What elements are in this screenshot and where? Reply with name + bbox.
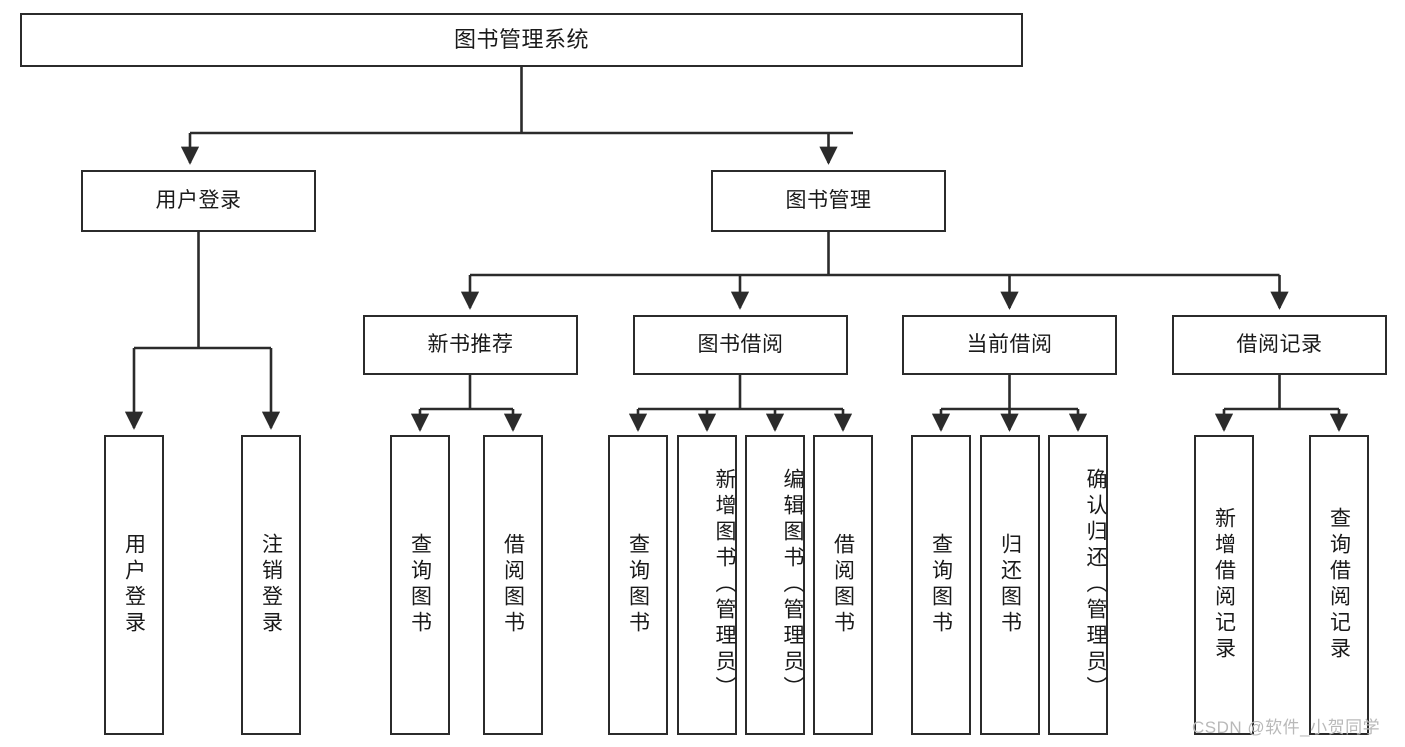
node-label: 查询图书	[408, 533, 432, 637]
node-label: 查询图书	[929, 533, 953, 637]
csdn-watermark: CSDN @软件_小贺同学	[1192, 718, 1381, 737]
node-label: 借阅图书	[501, 533, 525, 637]
node-borrow-record[interactable]: 借阅记录	[1172, 315, 1387, 375]
node-label: 查询图书	[626, 533, 650, 637]
leaf-borrow-record-add-record[interactable]: 新增借阅记录	[1194, 435, 1254, 735]
node-label: 借阅记录	[1236, 333, 1323, 357]
node-book-borrow[interactable]: 图书借阅	[633, 315, 848, 375]
node-label: 图书管理	[785, 189, 872, 213]
node-label: 新增借阅记录	[1212, 507, 1236, 663]
node-label: 用户登录	[155, 189, 242, 213]
node-label: 查询借阅记录	[1327, 507, 1351, 663]
node-new-book-recommend[interactable]: 新书推荐	[363, 315, 578, 375]
node-label: 当前借阅	[966, 333, 1053, 357]
leaf-user-login-logout[interactable]: 注销登录	[241, 435, 301, 735]
leaf-user-login-login[interactable]: 用户登录	[104, 435, 164, 735]
node-label: 归还图书	[998, 533, 1022, 637]
leaf-book-borrow-edit-book-admin[interactable]: 编辑图书（管理员）	[745, 435, 805, 735]
node-label: 用户登录	[122, 533, 146, 637]
node-label: 图书借阅	[697, 333, 784, 357]
node-label: 新增图书（管理员）	[713, 468, 736, 702]
leaf-current-borrow-return-book[interactable]: 归还图书	[980, 435, 1040, 735]
node-book-management[interactable]: 图书管理	[711, 170, 946, 232]
node-label: 图书管理系统	[453, 26, 589, 52]
leaf-current-borrow-confirm-return-admin[interactable]: 确认归还（管理员）	[1048, 435, 1108, 735]
leaf-book-borrow-add-book-admin[interactable]: 新增图书（管理员）	[677, 435, 737, 735]
node-user-login[interactable]: 用户登录	[81, 170, 316, 232]
leaf-borrow-record-query-record[interactable]: 查询借阅记录	[1309, 435, 1369, 735]
node-label: 新书推荐	[427, 333, 514, 357]
node-label: 编辑图书（管理员）	[781, 468, 804, 702]
leaf-book-borrow-borrow-book[interactable]: 借阅图书	[813, 435, 873, 735]
leaf-current-borrow-query-book[interactable]: 查询图书	[911, 435, 971, 735]
leaf-book-borrow-query-book[interactable]: 查询图书	[608, 435, 668, 735]
node-label: 确认归还（管理员）	[1084, 468, 1107, 702]
leaf-new-book-query-book[interactable]: 查询图书	[390, 435, 450, 735]
node-label: 注销登录	[259, 533, 283, 637]
node-root-book-management-system[interactable]: 图书管理系统	[20, 13, 1023, 67]
node-current-borrow[interactable]: 当前借阅	[902, 315, 1117, 375]
node-label: 借阅图书	[831, 533, 855, 637]
leaf-new-book-borrow-book[interactable]: 借阅图书	[483, 435, 543, 735]
